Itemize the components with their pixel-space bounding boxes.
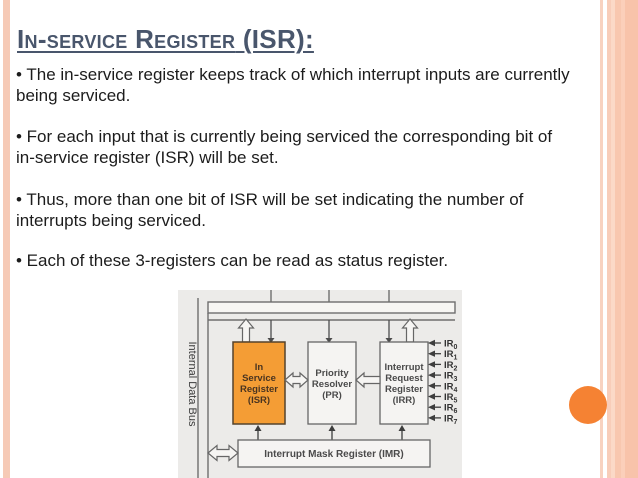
bullet-point-2: • For each input that is currently being…	[16, 127, 553, 167]
ir-input-label: IR4	[444, 381, 458, 394]
left-border-stripe	[3, 0, 10, 478]
irr-to-bus-up-arrow	[401, 318, 419, 343]
svg-text:Register: Register	[240, 384, 278, 395]
ir-input-label: IR3	[444, 371, 458, 384]
svg-text:Register: Register	[385, 384, 423, 395]
isr-pr-double-arrow	[284, 371, 309, 389]
ir-input-labels: IR0 IR1 IR2 IR3 IR4 IR5 IR6 IR7	[444, 339, 458, 426]
interrupt-controller-diagram: Internal Data Bus	[178, 290, 462, 478]
imr-box: Interrupt Mask Register (IMR)	[237, 439, 431, 468]
ir-input-label: IR1	[444, 349, 458, 362]
bus-imr-double-arrow	[207, 444, 239, 462]
isr-to-bus-up-arrow	[237, 318, 255, 343]
ir-input-label: IR5	[444, 392, 458, 405]
ir-input-label: IR2	[444, 360, 458, 373]
bullet-point-4: • Each of these 3-registers can be read …	[16, 251, 449, 270]
ir-input-label: IR0	[444, 339, 458, 352]
bus-lines	[197, 290, 455, 478]
data-bus-bar	[207, 301, 456, 314]
isr-box-label: In	[255, 362, 264, 373]
diagram-svg: Internal Data Bus	[186, 290, 458, 478]
svg-text:(ISR): (ISR)	[248, 395, 270, 406]
accent-circle	[569, 386, 607, 424]
page-title-main: In-service Register	[17, 24, 236, 54]
svg-text:Service: Service	[242, 373, 276, 384]
bullet-point-1: • The in-service register keeps track of…	[16, 65, 570, 105]
page-title-suffix: (ISR):	[235, 24, 314, 54]
irr-box: Interrupt Request Register (IRR)	[379, 341, 429, 425]
right-border-thin-stripe	[600, 0, 603, 478]
ir-input-arrows	[428, 339, 441, 422]
isr-box: In Service Register (ISR)	[232, 341, 286, 425]
pr-box-label: Priority	[315, 368, 349, 379]
priority-resolver-box: Priority Resolver (PR)	[307, 341, 357, 425]
ir-input-label: IR7	[444, 413, 458, 426]
svg-text:(IRR): (IRR)	[393, 395, 416, 406]
svg-text:(PR): (PR)	[322, 390, 342, 401]
svg-text:Resolver: Resolver	[312, 379, 352, 390]
page-title: In-service Register (ISR):	[17, 24, 314, 55]
imr-box-label: Interrupt Mask Register (IMR)	[264, 449, 403, 460]
imr-to-box-up-arrows	[254, 425, 406, 440]
right-border-stripe-band	[607, 0, 638, 478]
bullet-point-3: • Thus, more than one bit of ISR will be…	[16, 190, 524, 230]
svg-text:Request: Request	[385, 373, 423, 384]
irr-box-label: Interrupt	[384, 362, 424, 373]
ir-input-label: IR6	[444, 403, 458, 416]
irr-to-pr-arrow	[355, 371, 381, 389]
internal-data-bus-label: Internal Data Bus	[186, 342, 198, 427]
bus-to-box-down-arrows	[267, 320, 393, 343]
